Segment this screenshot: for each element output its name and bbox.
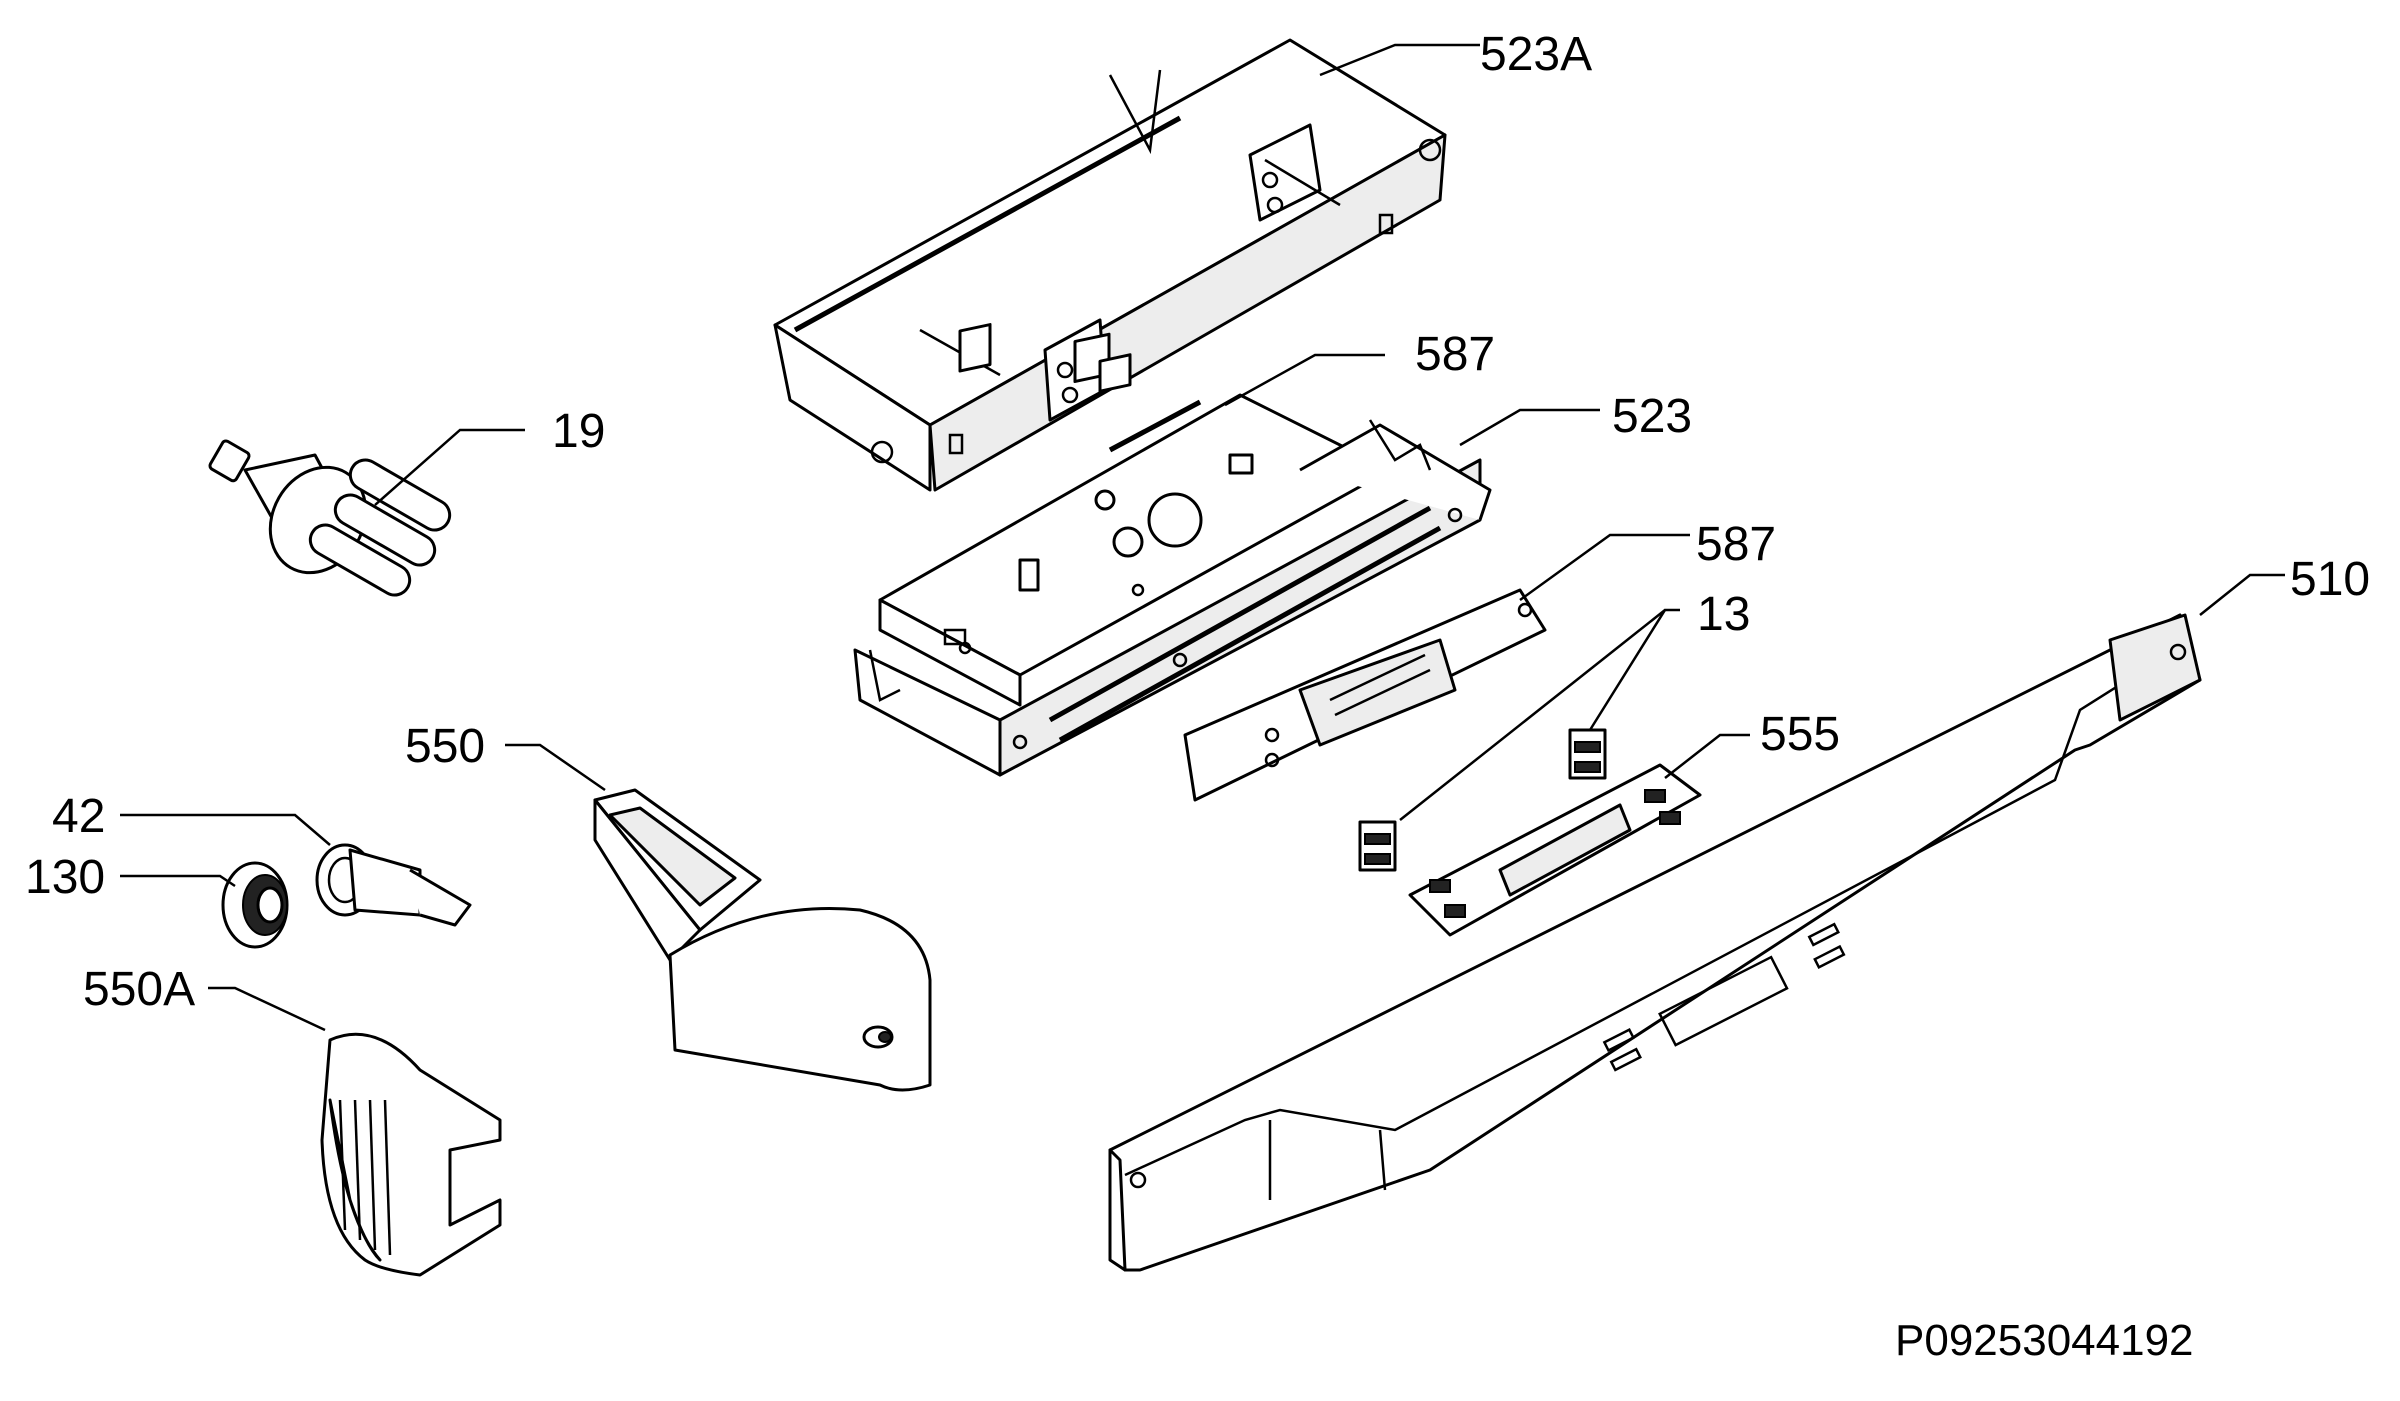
label-587-mid: 587 [1696, 518, 1776, 571]
part-510-control-panel [1108, 613, 2202, 1272]
part-587-control-board [878, 323, 1392, 707]
part-42-lamp-holder [315, 843, 472, 927]
part-523A-housing-cover [773, 38, 1447, 492]
part-523-housing-base [853, 419, 1492, 777]
callout-labels: 523A 587 523 19 587 510 13 555 550 42 13… [25, 28, 2370, 1365]
label-510: 510 [2290, 553, 2370, 606]
part-587-display-board [1183, 588, 1547, 802]
label-19: 19 [552, 405, 605, 458]
part-550A-end-cap [320, 1032, 502, 1277]
label-550A: 550A [83, 963, 195, 1016]
part-130-ring-nut [221, 861, 289, 949]
part-19-lamp-bulb [208, 439, 452, 597]
label-555: 555 [1760, 708, 1840, 761]
label-523A: 523A [1480, 28, 1592, 81]
label-42: 42 [52, 790, 105, 843]
part-13-connector-clips [1358, 728, 1607, 872]
part-555-display-frame [1408, 763, 1702, 937]
label-523: 523 [1612, 390, 1692, 443]
part-550-light-cover [593, 788, 932, 1092]
label-13: 13 [1697, 588, 1750, 641]
label-130: 130 [25, 851, 105, 904]
label-550: 550 [405, 720, 485, 773]
label-587-top: 587 [1415, 328, 1495, 381]
leader-lines [120, 43, 2285, 1032]
drawing-code: P09253044192 [1895, 1316, 2194, 1365]
